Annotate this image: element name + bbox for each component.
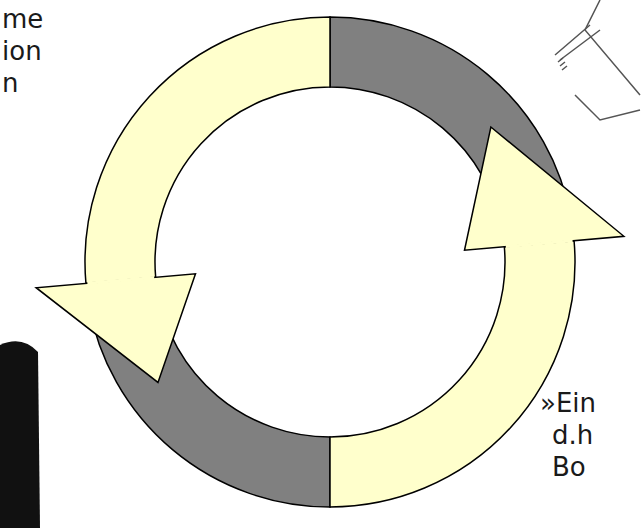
arrow-head bbox=[36, 274, 195, 383]
text-fragment: me bbox=[2, 4, 43, 34]
arrow-head bbox=[464, 127, 623, 250]
sketch-line bbox=[585, 0, 640, 95]
text-fragment: ion bbox=[2, 36, 42, 66]
text-fragment: d.h bbox=[552, 420, 593, 450]
arrow-body bbox=[85, 17, 330, 283]
tool-sketch bbox=[555, 0, 640, 120]
cycle-ring bbox=[36, 17, 624, 507]
sketch-line bbox=[575, 95, 640, 120]
seam-cover bbox=[506, 241, 573, 247]
arrow-body bbox=[330, 241, 575, 507]
seam-cover bbox=[87, 277, 154, 283]
text-fragment: n bbox=[2, 68, 18, 98]
thread-marks bbox=[558, 58, 567, 70]
sketch-line bbox=[555, 25, 600, 60]
text-fragment: Bo bbox=[552, 452, 586, 482]
dark-figure bbox=[0, 341, 40, 528]
text-fragment: »Ein bbox=[540, 388, 596, 418]
